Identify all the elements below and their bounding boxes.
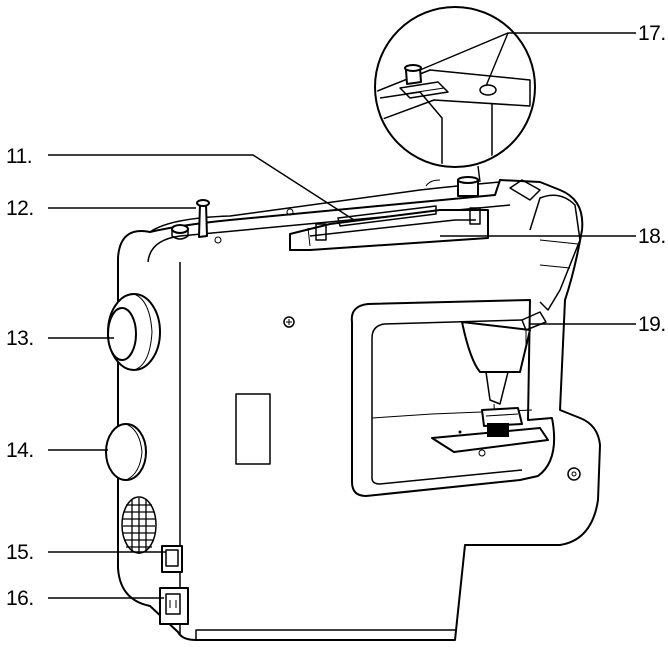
callout-11: 11.	[6, 145, 32, 168]
leader-17b	[485, 32, 509, 87]
detail-magnifier	[374, 6, 536, 183]
callout-19: 19.	[638, 313, 666, 336]
callout-12: 12.	[6, 197, 34, 220]
vent-grille	[123, 498, 155, 554]
callout-18: 18.	[638, 225, 666, 248]
callout-labels: 11. 12. 13. 14. 15. 16. 17. 18. 19.	[6, 22, 666, 610]
leader-11	[48, 154, 355, 221]
leader-lines	[48, 32, 636, 599]
callout-13: 13.	[6, 327, 34, 350]
callout-17: 17.	[638, 22, 666, 45]
callout-14: 14.	[6, 439, 34, 462]
callout-16: 16.	[6, 587, 34, 610]
sewing-machine-illustration	[105, 176, 601, 641]
callout-15: 15.	[6, 541, 34, 564]
